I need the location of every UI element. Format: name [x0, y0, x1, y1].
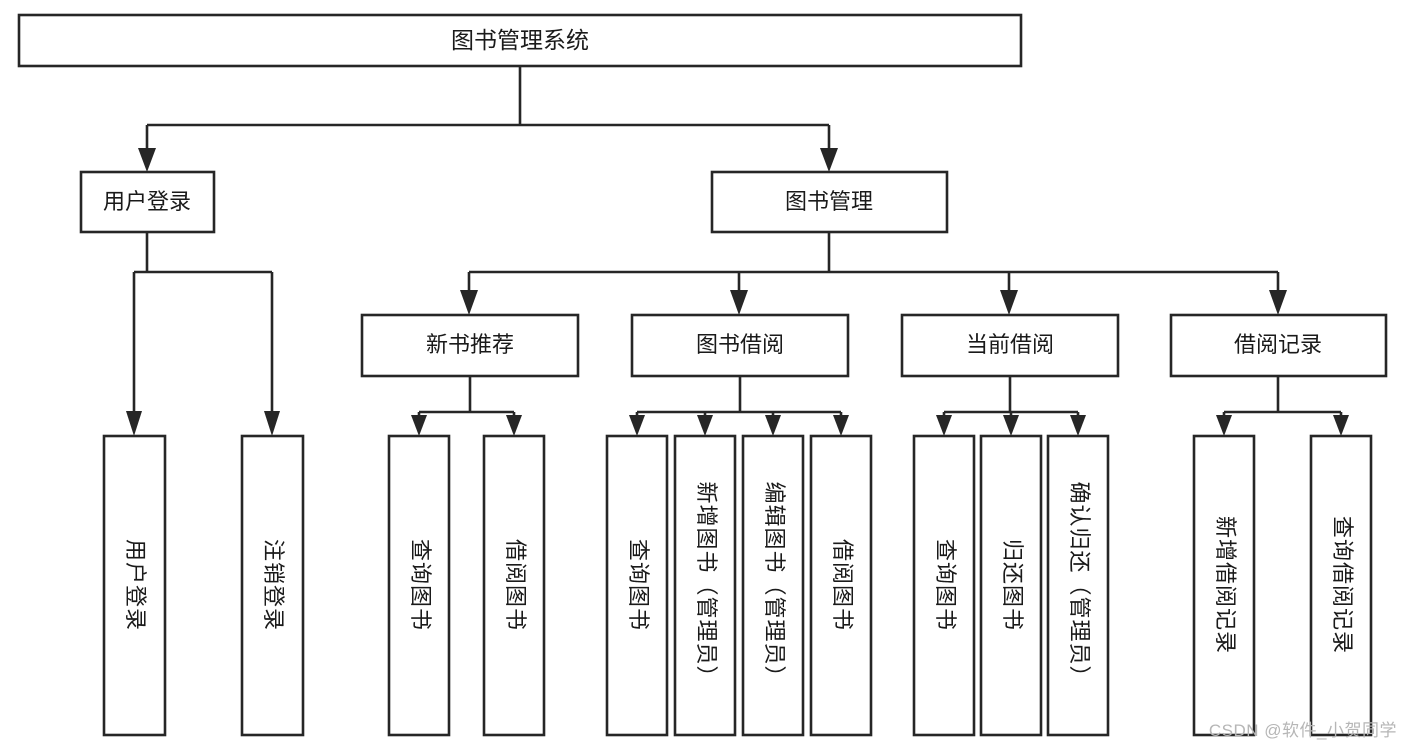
- arrow-head-leaf-logout-login: [264, 411, 280, 436]
- node-book-manage-label: 图书管理: [785, 189, 873, 214]
- leaf-return-book-box[interactable]: [979, 434, 1043, 737]
- leaf-query-book-2-label: 查询图书: [626, 539, 651, 631]
- node-user-login-box[interactable]: [79, 170, 216, 234]
- arrow-head-leaf-borrow-book-1: [506, 415, 522, 436]
- leaf-query-book-2-box[interactable]: [605, 434, 669, 737]
- node-current-borrow[interactable]: 当前借阅: [900, 313, 1120, 378]
- arrow-head-leaf-confirm-return: [1070, 415, 1086, 436]
- leaf-confirm-return[interactable]: 确认归还（管理员）: [1046, 434, 1110, 737]
- leaf-query-record-box[interactable]: [1309, 434, 1373, 737]
- leaf-query-book-1[interactable]: 查询图书: [387, 434, 451, 737]
- node-current-borrow-label: 当前借阅: [966, 332, 1054, 357]
- leaf-query-book-1-label: 查询图书: [408, 539, 433, 631]
- leaf-return-book-label: 归还图书: [1000, 539, 1025, 631]
- leaf-borrow-book-1-box[interactable]: [482, 434, 546, 737]
- node-book-borrow-label: 图书借阅: [696, 332, 784, 357]
- leaf-add-book-label: 新增图书（管理员）: [694, 481, 719, 688]
- node-root-label: 图书管理系统: [451, 27, 589, 53]
- node-current-borrow-box[interactable]: [900, 313, 1120, 378]
- leaf-query-book-2[interactable]: 查询图书: [605, 434, 669, 737]
- arrow-head-book-manage: [820, 148, 838, 172]
- leaf-user-login-box[interactable]: [102, 434, 167, 737]
- arrow-head-leaf-user-login: [126, 411, 142, 436]
- arrow-head-leaf-borrow-book-2: [833, 415, 849, 436]
- arrow-head-leaf-query-book-1: [411, 415, 427, 436]
- leaf-confirm-return-box[interactable]: [1046, 434, 1110, 737]
- leaf-edit-book[interactable]: 编辑图书（管理员）: [741, 434, 805, 737]
- node-borrow-record[interactable]: 借阅记录: [1169, 313, 1388, 378]
- arrow-head-leaf-query-book-3: [936, 415, 952, 436]
- leaf-logout-login-box[interactable]: [240, 434, 305, 737]
- node-new-book-recommend-label: 新书推荐: [426, 332, 514, 357]
- arrow-head-leaf-query-record: [1333, 415, 1349, 436]
- arrow-head-user-login: [138, 148, 156, 172]
- node-user-login-label: 用户登录: [103, 189, 191, 214]
- leaf-logout-login-label: 注销登录: [261, 539, 286, 631]
- leaf-query-record-label: 查询借阅记录: [1330, 516, 1355, 654]
- edge-layer: [126, 66, 1349, 436]
- arrow-head-leaf-add-book: [697, 415, 713, 436]
- node-book-borrow-box[interactable]: [630, 313, 850, 378]
- node-book-manage-box[interactable]: [710, 170, 949, 234]
- arrow-head-leaf-query-book-2: [629, 415, 645, 436]
- leaf-add-record-label: 新增借阅记录: [1213, 516, 1238, 654]
- leaf-add-book-box[interactable]: [673, 434, 737, 737]
- csdn-watermark: CSDN @软件_小贺同学: [1208, 721, 1397, 740]
- node-borrow-record-label: 借阅记录: [1234, 332, 1322, 357]
- leaf-borrow-book-2-box[interactable]: [809, 434, 873, 737]
- leaf-query-record[interactable]: 查询借阅记录: [1309, 434, 1373, 737]
- leaf-add-book[interactable]: 新增图书（管理员）: [673, 434, 737, 737]
- leaf-borrow-book-1-label: 借阅图书: [503, 539, 528, 631]
- leaf-borrow-book-1[interactable]: 借阅图书: [482, 434, 546, 737]
- leaf-query-book-3-label: 查询图书: [933, 539, 958, 631]
- leaf-borrow-book-2-label: 借阅图书: [830, 539, 855, 631]
- leaf-borrow-book-2[interactable]: 借阅图书: [809, 434, 873, 737]
- node-root-box[interactable]: [17, 13, 1023, 68]
- arrow-head-leaf-edit-book: [765, 415, 781, 436]
- leaf-add-record[interactable]: 新增借阅记录: [1192, 434, 1256, 737]
- node-new-book-recommend[interactable]: 新书推荐: [360, 313, 580, 378]
- arrow-head-leaf-return-book: [1003, 415, 1019, 436]
- node-borrow-record-box[interactable]: [1169, 313, 1388, 378]
- leaf-query-book-1-box[interactable]: [387, 434, 451, 737]
- leaf-add-record-box[interactable]: [1192, 434, 1256, 737]
- node-user-login[interactable]: 用户登录: [79, 170, 216, 234]
- arrow-head-book-borrow: [730, 290, 748, 315]
- node-book-borrow[interactable]: 图书借阅: [630, 313, 850, 378]
- arrow-head-current-borrow: [1000, 290, 1018, 315]
- leaf-edit-book-label: 编辑图书（管理员）: [762, 481, 787, 688]
- arrow-head-new-book-recommend: [460, 290, 478, 315]
- leaf-logout-login[interactable]: 注销登录: [240, 434, 305, 737]
- node-book-manage[interactable]: 图书管理: [710, 170, 949, 234]
- leaf-edit-book-box[interactable]: [741, 434, 805, 737]
- leaf-return-book[interactable]: 归还图书: [979, 434, 1043, 737]
- arrow-head-leaf-add-record: [1216, 415, 1232, 436]
- leaf-query-book-3[interactable]: 查询图书: [912, 434, 976, 737]
- node-root[interactable]: 图书管理系统: [17, 13, 1023, 68]
- leaf-query-book-3-box[interactable]: [912, 434, 976, 737]
- arrow-head-borrow-record: [1269, 290, 1287, 315]
- leaf-confirm-return-label: 确认归还（管理员）: [1067, 481, 1092, 688]
- leaf-user-login[interactable]: 用户登录: [102, 434, 167, 737]
- node-new-book-recommend-box[interactable]: [360, 313, 580, 378]
- leaf-user-login-label: 用户登录: [123, 539, 148, 631]
